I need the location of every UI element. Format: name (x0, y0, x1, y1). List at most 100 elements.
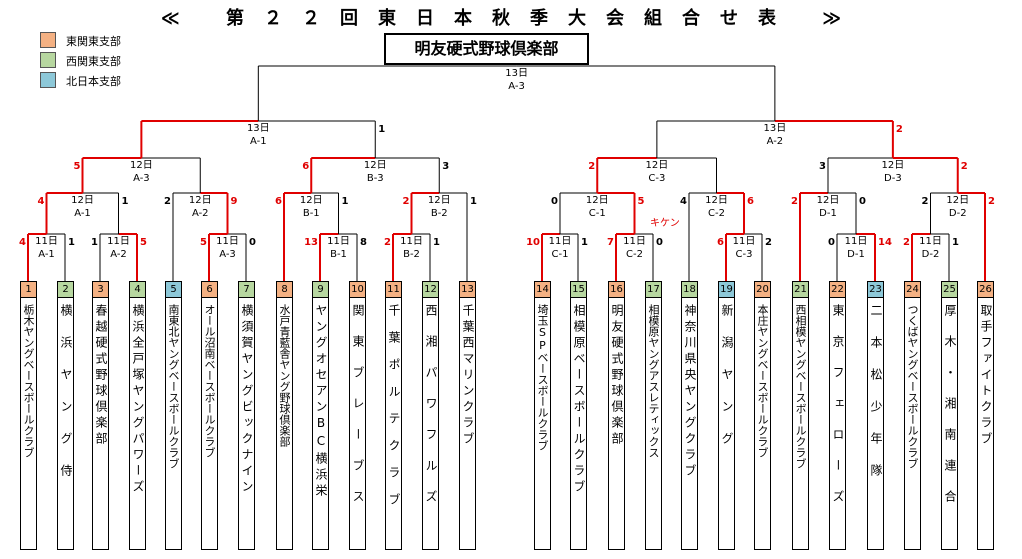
legend-swatch (40, 52, 56, 68)
match-date: 11日 (107, 236, 130, 247)
team-name: 明友硬式野球倶楽部 (610, 304, 624, 448)
team-name: 南東北ヤングベースボールクラブ (167, 304, 180, 469)
team-card: 12 西湘パワフルズ (422, 281, 439, 550)
score-left: 6 (717, 237, 724, 248)
team-name: 西湘パワフルズ (424, 304, 438, 521)
match-date: 13日 (246, 123, 270, 134)
team-seed-number: 18 (682, 282, 697, 298)
score-left: 2 (791, 196, 798, 207)
match-code: D-3 (884, 173, 902, 184)
legend-label: 東関東支部 (66, 35, 121, 48)
team-name: 横浜全戸塚ヤングパワーズ (131, 304, 145, 496)
team-seed-number: 4 (130, 282, 145, 298)
score-right: 1 (952, 237, 959, 248)
team-name: ヤングオセアンBC横浜栄 (314, 304, 328, 500)
match-date: 12日 (427, 195, 451, 206)
team-seed-number: 12 (423, 282, 438, 298)
match-code: A-3 (508, 81, 525, 92)
match-date: 12日 (363, 160, 387, 171)
match-code: D-1 (819, 208, 837, 219)
team-seed-number: 9 (313, 282, 328, 298)
match-date: 12日 (705, 195, 728, 206)
match-date: 12日 (299, 195, 323, 206)
team-name: 埼玉SPベースボールクラブ (536, 304, 549, 451)
match-code: B-2 (403, 249, 420, 260)
score-right: 1 (341, 196, 349, 207)
score-right: 1 (378, 124, 386, 135)
team-seed-number: 8 (277, 282, 292, 298)
score-left: 13 (304, 237, 318, 248)
match-code: D-2 (921, 249, 940, 260)
legend-swatch (40, 32, 56, 48)
score-right: 1 (581, 237, 588, 248)
score-left: 5 (73, 161, 81, 172)
match-code: A-1 (250, 136, 267, 147)
match-code: A-1 (74, 208, 91, 219)
host-team-box: 明友硬式野球倶楽部 (384, 33, 589, 65)
team-card: 17 相模原ヤングアスレティックス (645, 281, 662, 550)
score-right: 0 (249, 237, 256, 248)
match-date: 11日 (327, 236, 350, 247)
match-date: 12日 (645, 160, 669, 171)
team-seed-number: 6 (202, 282, 217, 298)
match-date: 12日 (585, 195, 609, 206)
legend-label: 北日本支部 (66, 75, 121, 88)
team-seed-number: 1 (21, 282, 36, 298)
match-date: 11日 (732, 236, 756, 247)
match-code: A-2 (191, 208, 209, 219)
match-code: C-3 (648, 173, 666, 184)
legend-swatch (40, 72, 56, 88)
match-date: 12日 (188, 195, 212, 206)
forfeit-note: キケン (650, 218, 680, 229)
score-right: 0 (656, 237, 663, 248)
score-left: 1 (91, 237, 98, 248)
score-right: 1 (68, 237, 75, 248)
match-date: 11日 (844, 236, 868, 247)
team-card: 4 横浜全戸塚ヤングパワーズ (129, 281, 146, 550)
match-code: C-3 (735, 249, 753, 260)
score-left: 10 (526, 237, 540, 248)
team-seed-number: 23 (868, 282, 883, 298)
team-name: 横須賀ヤングビックナイン (240, 304, 254, 496)
team-name: 横浜ヤング侍 (59, 304, 73, 496)
match-code: B-2 (430, 208, 448, 219)
team-seed-number: 16 (609, 282, 624, 298)
score-right: 6 (747, 196, 754, 207)
score-right: 8 (360, 237, 367, 248)
match-date: 11日 (400, 236, 423, 247)
team-name: 取手ファイトクラブ (979, 304, 993, 448)
score-right: 1 (121, 196, 129, 207)
score-left: 4 (19, 237, 26, 248)
score-left: 2 (402, 196, 410, 207)
match-code: A-2 (766, 136, 784, 147)
score-left: 7 (607, 237, 614, 248)
score-left: 2 (164, 196, 171, 207)
team-name: 千葉ポルテクラブ (387, 304, 401, 520)
match-date: 11日 (216, 236, 239, 247)
match-date: 12日 (71, 195, 94, 206)
team-name: 相模原ヤングアスレティックス (647, 304, 660, 458)
team-seed-number: 24 (905, 282, 920, 298)
score-right: 5 (140, 237, 147, 248)
legend-label: 西関東支部 (66, 55, 121, 68)
score-right: 3 (442, 161, 450, 172)
team-seed-number: 17 (646, 282, 661, 298)
match-date: 12日 (816, 195, 840, 206)
team-card: 16 明友硬式野球倶楽部 (608, 281, 625, 550)
match-code: B-1 (330, 249, 347, 260)
score-right: 2 (988, 196, 995, 207)
score-right: 2 (960, 161, 968, 172)
match-date: 11日 (548, 236, 572, 247)
score-left: 0 (828, 237, 835, 248)
score-left: 2 (384, 237, 391, 248)
